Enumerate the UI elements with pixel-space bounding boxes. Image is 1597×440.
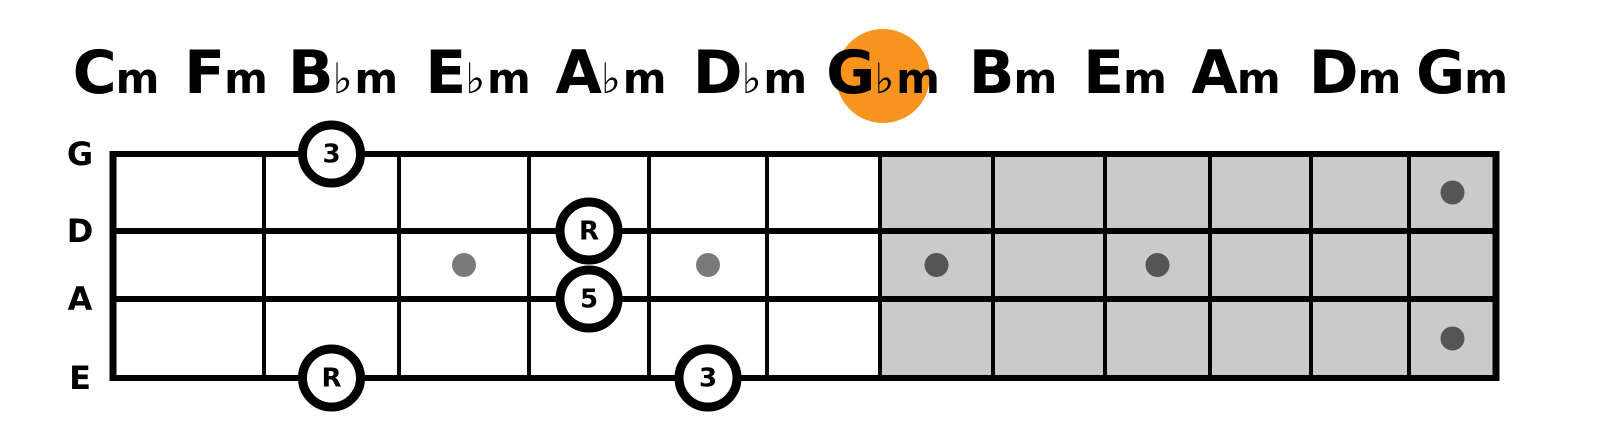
fret-inlay-7 bbox=[924, 253, 949, 277]
note-marker-0 bbox=[298, 120, 365, 188]
chord-root: D bbox=[692, 38, 743, 108]
chord-quality: m bbox=[1236, 54, 1281, 103]
current-chord-highlight bbox=[836, 29, 930, 123]
chord-root: F bbox=[184, 38, 225, 108]
chord-root: B bbox=[287, 38, 334, 108]
fret-inlay-3 bbox=[452, 253, 476, 277]
chord-6: G♭m bbox=[826, 38, 940, 110]
note-marker-4 bbox=[674, 344, 742, 412]
fret-inlay-12-upper bbox=[1440, 180, 1465, 205]
chord-quality: m bbox=[1013, 54, 1058, 103]
chord-quality: m bbox=[622, 54, 667, 103]
chord-accidental: ♭ bbox=[741, 54, 762, 103]
chord-3: E♭m bbox=[425, 38, 531, 110]
chord-quality: m bbox=[1464, 54, 1509, 103]
string-label-E: E bbox=[69, 359, 91, 397]
fretboard-open-area bbox=[113, 154, 880, 378]
note-label-0: 3 bbox=[322, 140, 340, 170]
note-label-1: R bbox=[579, 217, 599, 247]
string-label-A: A bbox=[67, 280, 93, 318]
chord-quality: m bbox=[487, 54, 531, 103]
chord-5: D♭m bbox=[693, 38, 807, 110]
note-marker-1 bbox=[555, 197, 623, 265]
chord-accidental: ♭ bbox=[600, 54, 621, 103]
chord-accidental: ♭ bbox=[874, 54, 895, 103]
note-label-3: R bbox=[321, 364, 341, 394]
note-marker-3 bbox=[298, 344, 365, 412]
chord-root: E bbox=[425, 38, 466, 108]
string-label-D: D bbox=[66, 212, 94, 250]
note-label-2: 5 bbox=[580, 285, 598, 315]
chord-quality: m bbox=[896, 54, 940, 103]
fret-inlay-9 bbox=[1145, 253, 1170, 277]
chord-root: D bbox=[1308, 38, 1359, 108]
chord-root: C bbox=[72, 38, 117, 108]
chord-root: B bbox=[968, 38, 1015, 108]
note-marker-2 bbox=[555, 265, 623, 333]
fretboard-shaded-area bbox=[880, 154, 1496, 378]
fret-inlay-5 bbox=[696, 253, 720, 277]
chord-root: A bbox=[1191, 38, 1237, 108]
chord-root: G bbox=[1415, 38, 1465, 108]
chord-accidental: ♭ bbox=[465, 54, 486, 103]
note-label-4: 3 bbox=[699, 364, 717, 394]
chord-quality: m bbox=[115, 54, 160, 103]
fret-inlay-12-lower bbox=[1440, 326, 1465, 351]
chord-accidental: ♭ bbox=[332, 54, 353, 103]
chord-quality: m bbox=[354, 54, 399, 103]
chord-root: E bbox=[1083, 38, 1124, 108]
chord-quality: m bbox=[763, 54, 808, 103]
chord-quality: m bbox=[1357, 54, 1402, 103]
chord-quality: m bbox=[1123, 54, 1167, 103]
chord-2: B♭m bbox=[288, 38, 398, 110]
chord-4: A♭m bbox=[555, 38, 666, 110]
chord-root: A bbox=[555, 38, 601, 108]
chord-root: G bbox=[826, 38, 875, 108]
chord-quality: m bbox=[224, 54, 268, 103]
string-label-G: G bbox=[66, 135, 94, 173]
